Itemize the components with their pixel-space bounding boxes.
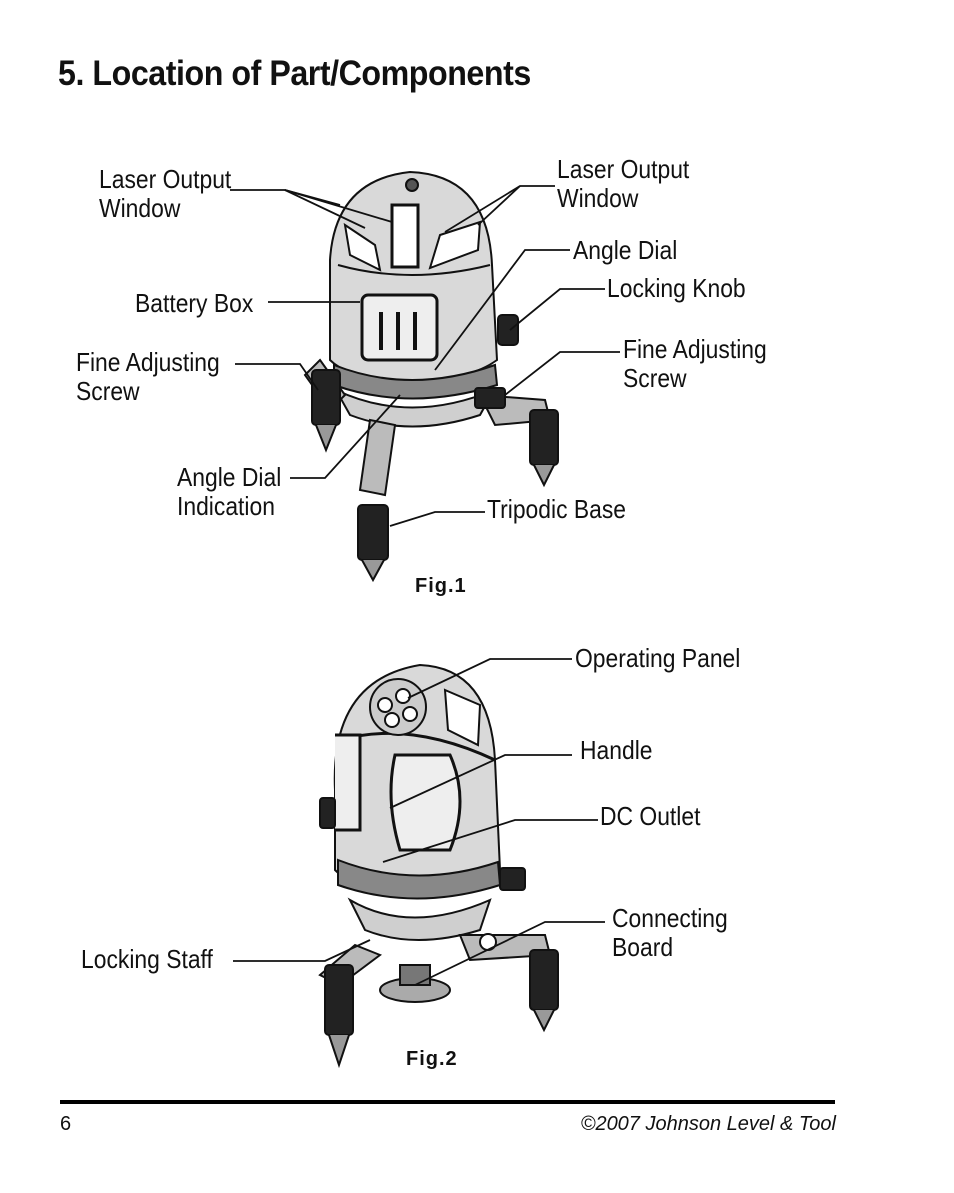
- label-tripodic-base: Tripodic Base: [487, 494, 627, 524]
- label-dc-outlet: DC Outlet: [600, 801, 701, 831]
- figure-2-caption: Fig.2: [406, 1048, 458, 1070]
- label-locking-knob: Locking Knob: [607, 273, 746, 303]
- label-handle: Handle: [580, 735, 653, 765]
- copyright-notice: ©2007 Johnson Level & Tool: [580, 1113, 836, 1135]
- page-number: 6: [60, 1113, 72, 1135]
- label-locking-staff: Locking Staff: [81, 944, 213, 974]
- label-fine-adjusting-screw-left: Fine Adjusting Screw: [76, 347, 220, 406]
- label-connecting-board: Connecting Board: [612, 903, 728, 962]
- footer-divider: [60, 1100, 835, 1104]
- label-angle-dial: Angle Dial: [573, 235, 678, 265]
- label-angle-dial-indication: Angle Dial Indication: [177, 462, 282, 521]
- page-title: 5. Location of Part/Components: [58, 54, 531, 93]
- label-laser-output-window-right: Laser Output Window: [557, 154, 690, 213]
- label-battery-box: Battery Box: [135, 288, 254, 318]
- label-laser-output-window-left: Laser Output Window: [99, 164, 232, 223]
- figure-1-caption: Fig.1: [415, 575, 467, 597]
- label-operating-panel: Operating Panel: [575, 643, 741, 673]
- label-fine-adjusting-screw-right: Fine Adjusting Screw: [623, 334, 767, 393]
